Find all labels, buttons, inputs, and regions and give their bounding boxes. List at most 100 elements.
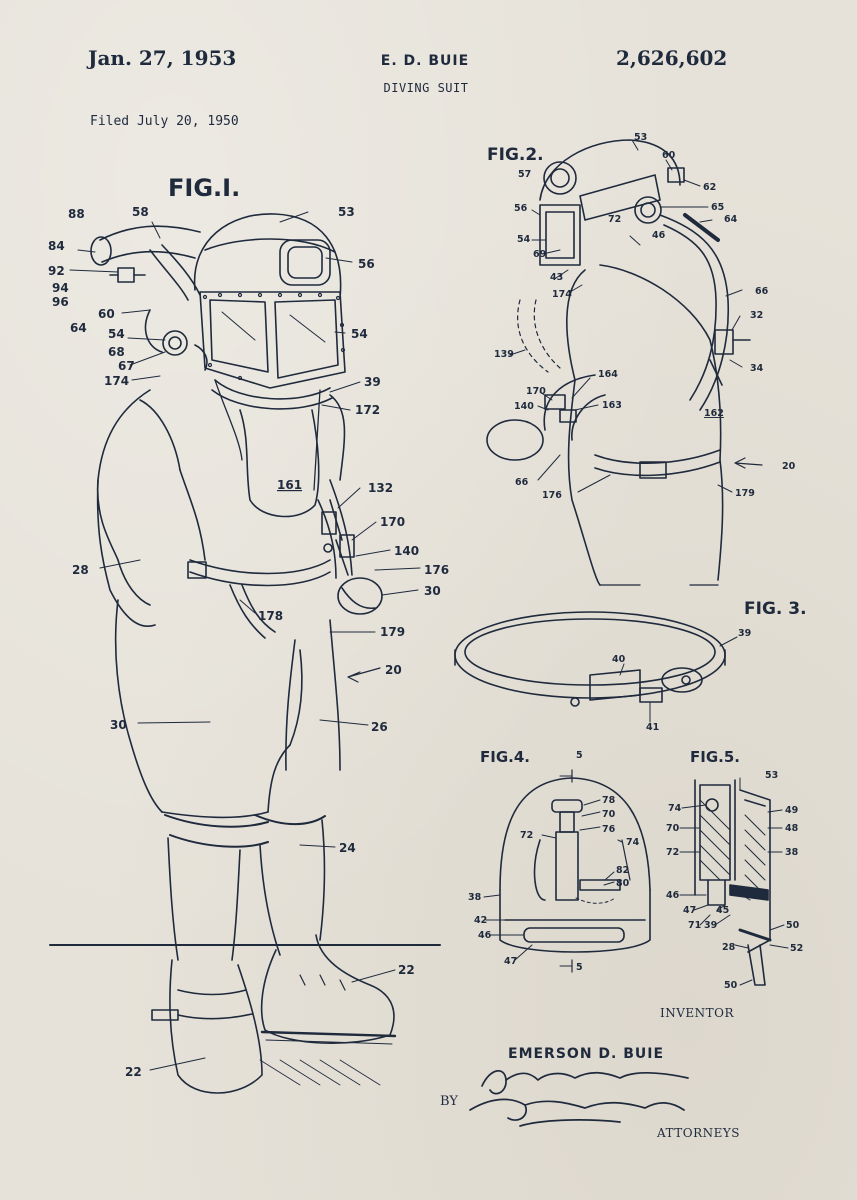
fig1-ref: 179: [380, 625, 405, 639]
fig1-ref: 132: [368, 481, 393, 495]
fig1-ref: 54: [108, 327, 125, 341]
fig3-ref: 39: [738, 628, 751, 639]
patent-title: DIVING SUIT: [383, 81, 469, 95]
attorney-signature: [469, 1070, 689, 1127]
patent-date: Jan. 27, 1953: [88, 46, 237, 70]
fig2-ref: 69: [533, 249, 546, 260]
fig2-ref: 179: [735, 488, 755, 499]
fig1-ref: 170: [380, 515, 405, 529]
fig2-ref: 162: [704, 408, 724, 419]
fig1-ref: 30: [424, 584, 441, 598]
fig5-ref: 70: [666, 823, 680, 834]
fig1-ref: 161: [277, 478, 302, 492]
fig4-ref: 46: [478, 930, 492, 941]
fig3-ref: 41: [646, 722, 659, 733]
inventor-name: EMERSON D. BUIE: [508, 1046, 665, 1062]
fig1-ref: 22: [398, 963, 415, 977]
fig2-ref: 60: [662, 150, 676, 161]
fig1-ref: 92: [48, 264, 65, 278]
fig5-ref: 50: [786, 920, 800, 931]
fig1-ref: 68: [108, 345, 125, 359]
fig4-ref: 5: [576, 750, 583, 761]
fig2-ref: 65: [711, 202, 724, 213]
fig2-ref: 57: [518, 169, 531, 180]
fig5-drawing: [679, 777, 789, 986]
fig2-ref: 72: [608, 214, 621, 225]
fig2-ref: 174: [552, 289, 572, 300]
fig1-ref: 20: [385, 663, 402, 677]
fig3-drawing: [454, 611, 738, 723]
fig4-ref: 72: [520, 830, 533, 841]
fig5-ref: 74: [668, 803, 682, 814]
fig1-ref: 178: [258, 609, 283, 623]
fig1-drawing: [49, 211, 441, 1094]
fig1-ref: 53: [338, 205, 355, 219]
fig1-ref: 30: [110, 718, 127, 732]
fig4-ref: 78: [602, 795, 616, 806]
fig2-ref: 62: [703, 182, 716, 193]
patent-number: 2,626,602: [616, 46, 728, 70]
fig5-ref: 46: [666, 890, 680, 901]
fig1-ref: 24: [339, 841, 356, 855]
attorneys-caption: ATTORNEYS: [657, 1126, 741, 1140]
fig1-ref: 56: [358, 257, 375, 271]
fig2-drawing: [486, 139, 763, 586]
fig2-ref: 66: [515, 477, 529, 488]
fig1-ref: 54: [351, 327, 368, 341]
fig5-ref: 71: [688, 920, 701, 931]
fig5-title: FIG.5.: [690, 748, 740, 766]
fig1-ref: 140: [394, 544, 419, 558]
fig4-ref: 38: [468, 892, 482, 903]
fig2-ref: 163: [602, 400, 622, 411]
fig5-ref: 50: [724, 980, 738, 991]
fig2-ref: 20: [782, 461, 796, 472]
fig4-ref: 47: [504, 956, 517, 967]
fig4-ref: 74: [626, 837, 640, 848]
fig5-ref: 72: [666, 847, 679, 858]
fig4-ref: 80: [616, 878, 630, 889]
fig1-ref: 64: [70, 321, 87, 335]
fig2-ref: 176: [542, 490, 562, 501]
fig4-ref: 82: [616, 865, 629, 876]
filed-date: Filed July 20, 1950: [90, 114, 239, 129]
by-label: BY: [440, 1094, 458, 1109]
fig2-ref: 43: [550, 272, 563, 283]
fig1-ref: 172: [355, 403, 380, 417]
fig5-ref: 28: [722, 942, 736, 953]
fig5-ref: 47: [683, 905, 696, 916]
fig5-ref: 52: [790, 943, 803, 954]
fig4-drawing: [483, 769, 651, 973]
fig1-ref: 39: [364, 375, 381, 389]
fig1-ref: 174: [104, 374, 129, 388]
fig2-ref: 56: [514, 203, 528, 214]
fig1-ref: 88: [68, 207, 85, 221]
fig1-ref: 26: [371, 720, 388, 734]
fig2-ref: 140: [514, 401, 534, 412]
fig2-ref: 164: [598, 369, 618, 380]
fig1-ref: 58: [132, 205, 149, 219]
fig1-title: FIG.I.: [168, 174, 240, 202]
fig5-ref: 49: [785, 805, 798, 816]
fig4-title: FIG.4.: [480, 748, 530, 766]
fig5-ref: 39: [704, 920, 717, 931]
fig5-ref: 48: [785, 823, 799, 834]
inventor-caption: INVENTOR: [660, 1006, 735, 1020]
fig1-ref: 28: [72, 563, 89, 577]
fig1-ref: 96: [52, 295, 69, 309]
fig2-ref: 53: [634, 132, 647, 143]
fig2-ref: 139: [494, 349, 514, 360]
fig2-ref: 34: [750, 363, 764, 374]
fig4-ref: 76: [602, 824, 616, 835]
fig4-ref: 70: [602, 809, 616, 820]
fig2-ref: 66: [755, 286, 769, 297]
fig5-ref: 53: [765, 770, 778, 781]
fig5-ref: 38: [785, 847, 799, 858]
fig5-ref: 45: [716, 905, 729, 916]
fig3-ref: 40: [612, 654, 626, 665]
fig2-ref: 64: [724, 214, 738, 225]
fig2-ref: 54: [517, 234, 531, 245]
fig1-ref: 176: [424, 563, 449, 577]
fig4-ref: 5: [576, 962, 583, 973]
